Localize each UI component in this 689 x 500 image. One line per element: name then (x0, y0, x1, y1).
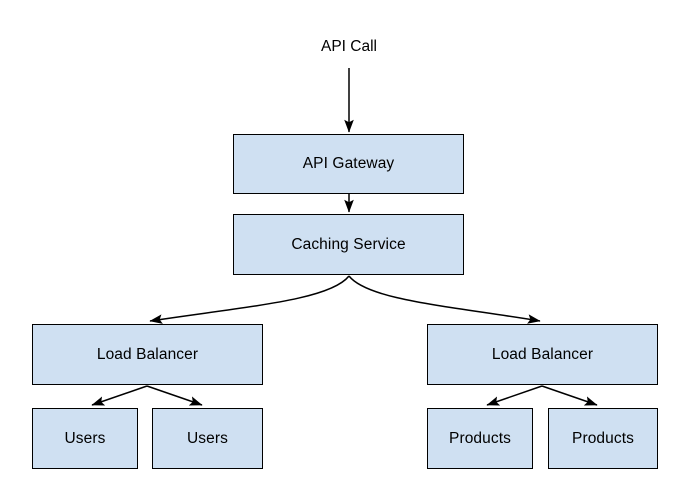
node-products-2[interactable]: Products (548, 408, 658, 469)
node-caching-service[interactable]: Caching Service (233, 214, 464, 275)
edge-load-balancer-left-to-users-2 (146, 385, 203, 406)
node-users-2[interactable]: Users (152, 408, 263, 469)
node-api-gateway[interactable]: API Gateway (233, 134, 464, 194)
edge-caching-service-to-load-balancer-right (348, 275, 541, 324)
node-users-1[interactable]: Users (32, 408, 138, 469)
node-products-1[interactable]: Products (427, 408, 533, 469)
edge-load-balancer-right-to-products-1 (486, 385, 543, 406)
edge-caching-service-to-load-balancer-left (149, 275, 350, 324)
label-api-call: API Call (321, 38, 377, 55)
node-load-balancer-left[interactable]: Load Balancer (32, 324, 263, 385)
node-load-balancer-right[interactable]: Load Balancer (427, 324, 658, 385)
edge-load-balancer-right-to-products-2 (541, 385, 598, 406)
edge-load-balancer-left-to-users-1 (91, 385, 148, 406)
